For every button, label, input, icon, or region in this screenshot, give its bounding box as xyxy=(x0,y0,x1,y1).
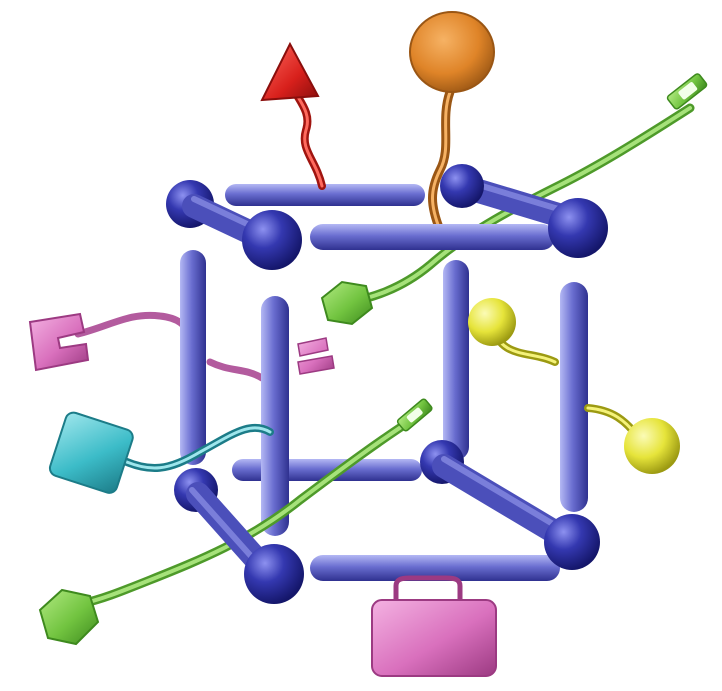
red-arrow-icon xyxy=(260,41,320,102)
rod-back-left xyxy=(180,250,206,465)
rod-front-right xyxy=(560,282,588,512)
node-top-front-left xyxy=(242,210,302,270)
pink-ligand-left xyxy=(28,311,335,382)
rod-back-right xyxy=(443,260,469,460)
orange-disk-icon xyxy=(409,11,495,93)
rod-top-front xyxy=(310,224,555,250)
green-tag-icon-bottom xyxy=(396,398,433,432)
pink-fork-icon-right xyxy=(297,337,335,375)
rod-top-back xyxy=(225,184,425,206)
pink-fork-icon xyxy=(28,312,90,372)
cyan-square-icon xyxy=(48,411,134,494)
yellow-dumbbell-ligand xyxy=(468,298,680,474)
green-tag-icon xyxy=(666,73,708,110)
rod-bottom-front xyxy=(310,555,560,581)
cyan-ligand xyxy=(48,411,274,494)
node-top-back-right xyxy=(440,164,484,208)
rod-front-left xyxy=(261,296,289,536)
node-bottom-front-left xyxy=(244,544,304,604)
green-hexagon-icon-bottom xyxy=(38,588,100,646)
pink-bag-icon xyxy=(371,599,497,677)
yellow-dumbbell-icon xyxy=(624,418,680,474)
node-top-front-right xyxy=(548,198,608,258)
green-hexagon-icon xyxy=(320,280,374,326)
orange-disk-ligand xyxy=(409,11,495,235)
yellow-sphere-icon xyxy=(468,298,516,346)
node-bottom-front-right xyxy=(544,514,600,570)
red-arrow-ligand xyxy=(260,41,326,190)
pink-bag-ligand xyxy=(371,575,497,677)
